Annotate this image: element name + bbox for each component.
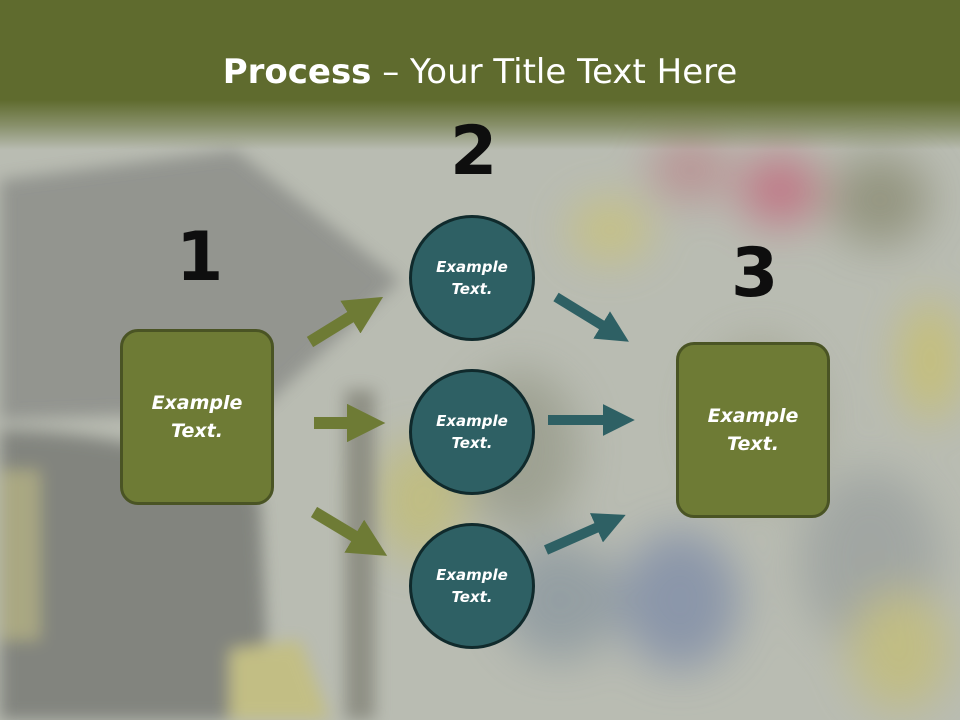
process-circle-bottom[interactable]: Example Text.	[409, 523, 535, 649]
step-number-1: 1	[176, 218, 224, 297]
right-box-label: Example Text.	[707, 404, 799, 456]
right-process-box[interactable]: Example Text.	[676, 342, 830, 518]
title-rest: – Your Title Text Here	[371, 52, 738, 92]
process-circle-middle[interactable]: Example Text.	[409, 369, 535, 495]
left-process-box[interactable]: Example Text.	[120, 329, 274, 505]
circle-middle-label: Example Text.	[436, 411, 508, 453]
circle-bottom-label: Example Text.	[436, 565, 508, 607]
circle-top-label: Example Text.	[436, 257, 508, 299]
title-band	[0, 0, 960, 150]
left-box-label: Example Text.	[151, 391, 243, 443]
slide-title: Process – Your Title Text Here	[0, 52, 960, 92]
process-circle-top[interactable]: Example Text.	[409, 215, 535, 341]
step-number-3: 3	[731, 234, 779, 313]
title-bold: Process	[222, 52, 372, 92]
step-number-2: 2	[450, 112, 498, 191]
